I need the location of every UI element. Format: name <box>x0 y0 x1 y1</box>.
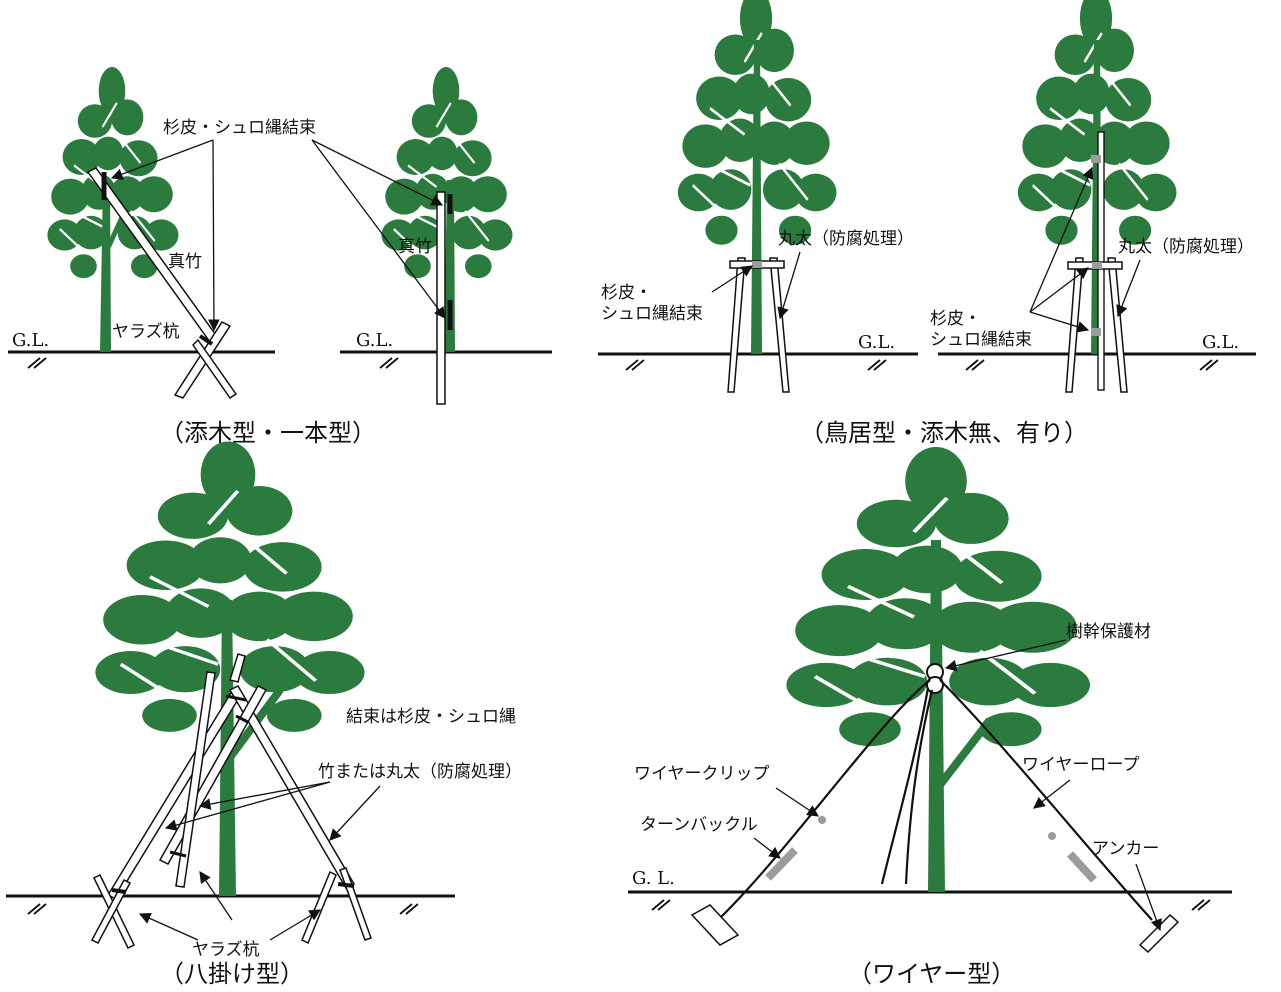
tree-c <box>676 0 838 354</box>
arrow-peg-1 <box>138 912 199 941</box>
panel-soegi: G.L. G.L. 杉皮・シュロ縄結 <box>8 65 552 447</box>
wire-rope-right <box>939 679 1153 921</box>
tree-b <box>380 65 514 352</box>
bamboo-label-right: 真竹 <box>398 237 432 257</box>
gl-label-left: G.L. <box>858 332 895 353</box>
gl-label-left: G.L. <box>12 330 49 351</box>
binding-label-line2: シュロ縄結束 <box>601 304 703 324</box>
ground-hatch <box>27 903 47 915</box>
binding-label: 杉皮・シュロ縄結束 <box>163 118 316 138</box>
panel-torii: G.L. G.L. 杉皮・ シュロ縄結束 <box>598 0 1256 447</box>
clip-label: ワイヤークリップ <box>634 764 770 784</box>
bamboo-label-left: 真竹 <box>168 252 202 272</box>
log-label-right: 丸太（防腐処理） <box>1118 237 1254 257</box>
anchor-left <box>690 904 740 946</box>
binding-label-line1: 杉皮・ <box>601 283 652 303</box>
arrow-binding-torii-b2 <box>1029 267 1089 313</box>
arrow-peg-3 <box>269 909 322 941</box>
yarazu-peg <box>173 321 238 400</box>
log-label-left: 丸太（防腐処理） <box>778 229 914 249</box>
wire-rope-left <box>717 679 931 921</box>
ground-hatch <box>1199 359 1219 371</box>
ground-hatch <box>1191 899 1211 911</box>
arrow-binding-torii-b3 <box>1029 311 1090 333</box>
bamboo-stake-vertical <box>436 191 453 405</box>
arrow-anchor <box>1135 863 1162 932</box>
caption-hachikake: （八掛け型） <box>160 960 304 988</box>
gl-label-right: G.L. <box>356 330 393 351</box>
arrow-peg-2 <box>199 871 233 921</box>
torii-support-a <box>727 257 790 393</box>
trunk-protector <box>926 676 944 694</box>
arrow-binding-1 <box>110 139 214 180</box>
tree-e <box>93 439 367 896</box>
panel-wire: G. L. 樹幹保護材 ワイヤークリップ ターンバックル ワイヤーロープ <box>628 447 1232 988</box>
ground-hatch <box>651 899 671 911</box>
tree-a <box>46 65 180 352</box>
arrow-protector <box>944 639 1067 672</box>
anchor-right <box>1138 913 1180 954</box>
ground-hatch <box>399 903 419 915</box>
turnbuckle-right <box>1067 851 1097 883</box>
arrow-binding-torii-a <box>711 265 753 293</box>
tree-f <box>786 447 1090 892</box>
caption-wire: （ワイヤー型） <box>848 960 1015 988</box>
arrow-binding-4 <box>311 139 446 319</box>
caption-soegi: （添木型・一本型） <box>160 419 376 447</box>
ground-hatch <box>27 357 47 369</box>
arrow-log-left <box>777 251 801 320</box>
ground-hatch <box>625 359 645 371</box>
binding2-label-line2: シュロ縄結束 <box>930 330 1032 350</box>
caption-torii: （鳥居型・添木無、有り） <box>800 419 1088 447</box>
wire-rope-front <box>904 689 934 885</box>
gl-label: G. L. <box>632 868 675 889</box>
wire-rope-rear <box>880 687 930 885</box>
protector-label: 樹幹保護材 <box>1066 621 1151 642</box>
wire-clip <box>818 816 826 824</box>
rope-label: ワイヤーロープ <box>1022 755 1139 775</box>
peg-label: ヤラズ杭 <box>192 940 260 960</box>
arrow-pole-3 <box>329 785 381 841</box>
turnbuckle-label: ターンバックル <box>640 815 758 835</box>
torii-support-b <box>1065 131 1128 393</box>
arrow-turnbuckle <box>753 837 781 859</box>
peg-label: ヤラズ杭 <box>112 322 180 342</box>
arrow-clip <box>775 787 819 817</box>
arrow-pole-2 <box>164 781 331 831</box>
wire-system <box>690 663 1180 954</box>
anchor-label: アンカー <box>1092 839 1159 859</box>
arrow-rope <box>1033 779 1071 809</box>
arrow-log-right <box>1116 259 1141 318</box>
ground-hatch <box>379 357 399 369</box>
arrow-binding-torii-b1 <box>1029 166 1094 313</box>
binding-label: 結束は杉皮・シュロ縄 <box>346 707 516 727</box>
wire-clip <box>1048 832 1056 840</box>
panel-hachikake: 結束は杉皮・シュロ縄 竹または丸太（防腐処理） ヤラズ杭 （八掛け型） <box>6 439 522 988</box>
arrow-binding-3 <box>311 139 444 206</box>
arrow-pole-1 <box>198 781 331 810</box>
ground-hatch <box>867 359 887 371</box>
gl-label-right: G.L. <box>1202 332 1239 353</box>
arrow-binding-2 <box>208 139 220 332</box>
ground-hatch <box>965 359 985 371</box>
tree-d <box>1016 0 1178 354</box>
pole-label: 竹または丸太（防腐処理） <box>318 762 522 782</box>
binding2-label-line1: 杉皮・ <box>930 309 981 329</box>
turnbuckle-left <box>765 847 798 881</box>
hachikake-poles <box>90 653 372 950</box>
